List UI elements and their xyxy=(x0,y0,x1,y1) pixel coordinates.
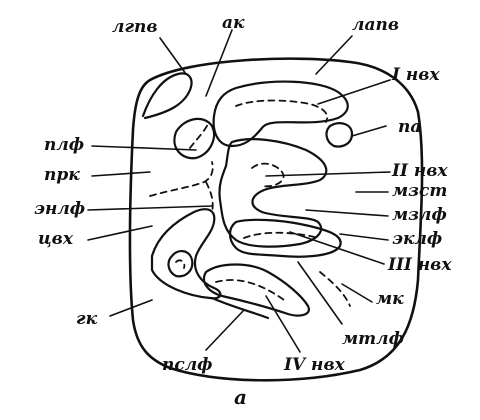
label-gk: гк xyxy=(76,309,98,329)
label-mtlf: мтлф xyxy=(342,329,404,349)
plf-oval-dash xyxy=(190,124,208,148)
label-enlf: энлф xyxy=(34,199,85,219)
label-mzlf: мзлф xyxy=(392,205,447,225)
label-iii-nvh: III нвх xyxy=(387,255,452,275)
leader-iv-nvh xyxy=(266,296,300,352)
label-mzst: мзст xyxy=(392,181,447,201)
central-loop xyxy=(219,139,326,246)
iv-loop xyxy=(204,265,309,316)
leader-pslf xyxy=(206,310,244,350)
mk-dash xyxy=(320,272,350,306)
leader-ii-nvh xyxy=(266,172,390,176)
leader-mzlf xyxy=(306,210,388,216)
label-prk: прк xyxy=(44,165,80,185)
label-tsvh: цвх xyxy=(38,229,74,249)
plf-oval xyxy=(174,119,214,158)
label-i-nvh: I нвх xyxy=(391,65,440,85)
leader-enlf xyxy=(88,206,212,210)
label-iv-nvh: IV нвх xyxy=(283,355,346,375)
label-pa: па xyxy=(398,117,421,137)
prk-dash xyxy=(150,162,213,196)
figure-caption: а xyxy=(234,385,247,409)
leader-pa xyxy=(352,126,386,136)
label-lgpv: лгпв xyxy=(112,17,158,37)
leader-eklf xyxy=(340,234,388,240)
label-eklf: эклф xyxy=(392,229,442,249)
enlf-dash xyxy=(206,182,213,212)
tsvh-crescent xyxy=(152,209,220,298)
leader-plf xyxy=(92,146,196,150)
leader-tsvh xyxy=(88,226,152,240)
label-ak: ак xyxy=(222,13,245,33)
label-lapv: лапв xyxy=(352,15,399,35)
label-plf: плф xyxy=(44,135,84,155)
label-mk: мк xyxy=(376,289,404,309)
label-pslf: пслф xyxy=(162,355,213,375)
tsvh-dots xyxy=(176,260,184,268)
leader-i-nvh xyxy=(318,80,390,104)
lower-inner-loop xyxy=(230,220,341,257)
leader-lapv xyxy=(316,36,352,74)
tsvh-circle xyxy=(169,251,193,276)
upper-loop-dash xyxy=(236,101,327,123)
leader-lgpv xyxy=(160,38,186,74)
leader-prk xyxy=(92,172,150,176)
label-ii-nvh: II нвх xyxy=(391,161,448,181)
pa-node xyxy=(327,123,352,146)
